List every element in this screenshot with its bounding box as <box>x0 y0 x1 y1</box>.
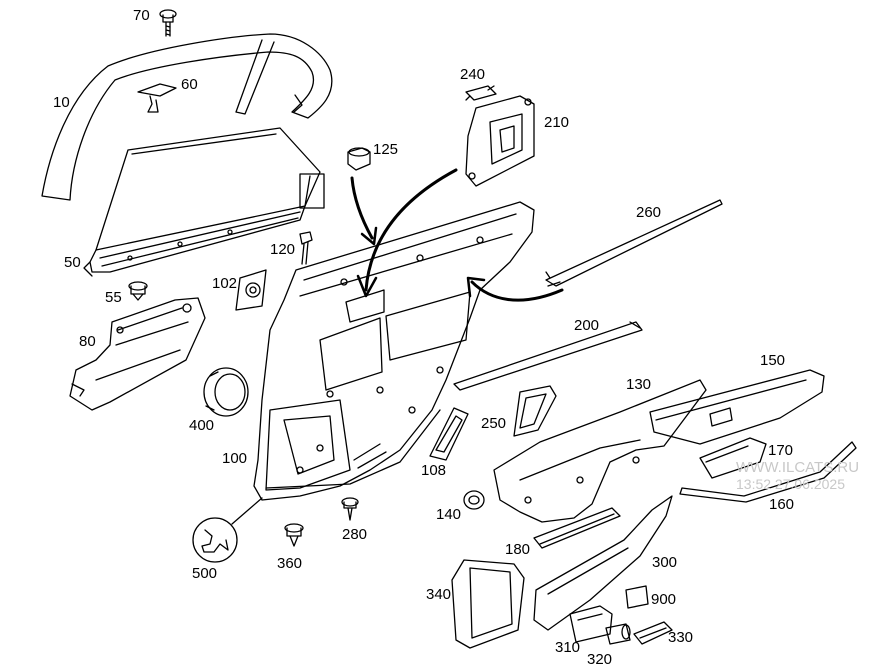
watermark-timestamp: 13:52 27.06.2025 <box>736 476 845 492</box>
armrest-icon <box>649 369 825 445</box>
inner-panel-icon <box>69 297 206 411</box>
callout-250[interactable]: 250 <box>481 415 507 432</box>
callout-10[interactable]: 10 <box>53 94 70 111</box>
bezel-icon <box>429 407 469 461</box>
bushing-icon <box>347 147 371 171</box>
screw-icon <box>284 523 304 547</box>
screw-icon <box>159 9 177 37</box>
bulb-icon <box>605 623 631 645</box>
callout-240[interactable]: 240 <box>460 66 486 83</box>
door-trim-icon <box>493 379 707 523</box>
callout-500[interactable]: 500 <box>192 565 218 582</box>
callout-260[interactable]: 260 <box>636 204 662 221</box>
callout-400[interactable]: 400 <box>189 417 215 434</box>
handle-frame-icon <box>513 385 557 437</box>
trim-panel-icon <box>533 507 621 549</box>
callout-130[interactable]: 130 <box>626 376 652 393</box>
clip-icon <box>137 83 177 113</box>
callout-55[interactable]: 55 <box>105 289 122 306</box>
door-shell-icon <box>253 201 535 501</box>
callout-280[interactable]: 280 <box>342 526 368 543</box>
window-frame-icon <box>41 33 333 201</box>
callout-120[interactable]: 120 <box>270 241 296 258</box>
callout-80[interactable]: 80 <box>79 333 96 350</box>
callout-200[interactable]: 200 <box>574 317 600 334</box>
callout-340[interactable]: 340 <box>426 586 452 603</box>
callout-170[interactable]: 170 <box>768 442 794 459</box>
callout-150[interactable]: 150 <box>760 352 786 369</box>
callout-102[interactable]: 102 <box>212 275 238 292</box>
callout-140[interactable]: 140 <box>436 506 462 523</box>
callout-60[interactable]: 60 <box>181 76 198 93</box>
handle-bracket-icon <box>699 437 767 479</box>
window-regulator-icon <box>83 127 325 277</box>
bracket-icon <box>235 269 267 311</box>
lower-trim-icon <box>533 495 673 631</box>
screw-icon <box>341 497 359 521</box>
callout-360[interactable]: 360 <box>277 555 303 572</box>
weatherstrip-icon <box>545 199 723 287</box>
switch-housing-icon <box>569 605 613 643</box>
callout-300[interactable]: 300 <box>652 554 678 571</box>
callout-210[interactable]: 210 <box>544 114 570 131</box>
wrench-icon <box>192 497 263 563</box>
lock-module-icon <box>465 95 535 187</box>
callout-310[interactable]: 310 <box>555 639 581 656</box>
pin-icon <box>299 231 313 265</box>
callout-70[interactable]: 70 <box>133 7 150 24</box>
callout-125[interactable]: 125 <box>373 141 399 158</box>
callout-100[interactable]: 100 <box>222 450 248 467</box>
callout-180[interactable]: 180 <box>505 541 531 558</box>
lamp-icon <box>633 621 673 645</box>
callout-50[interactable]: 50 <box>64 254 81 271</box>
trim-strip-icon <box>679 441 857 503</box>
callout-320[interactable]: 320 <box>587 651 613 668</box>
callout-160[interactable]: 160 <box>769 496 795 513</box>
reflector-frame-icon <box>451 559 525 649</box>
callout-330[interactable]: 330 <box>668 629 694 646</box>
watermark-site: WWW.ILCATS.RU <box>736 459 860 476</box>
assembly-arrow <box>350 168 564 302</box>
screw-icon <box>128 281 148 301</box>
speaker-ring-icon <box>203 367 249 417</box>
callout-108[interactable]: 108 <box>421 462 447 479</box>
callout-900[interactable]: 900 <box>651 591 677 608</box>
grommet-icon <box>463 490 485 510</box>
switch-icon <box>625 585 649 609</box>
clip-icon <box>465 85 497 101</box>
trim-strip-icon <box>453 321 643 391</box>
